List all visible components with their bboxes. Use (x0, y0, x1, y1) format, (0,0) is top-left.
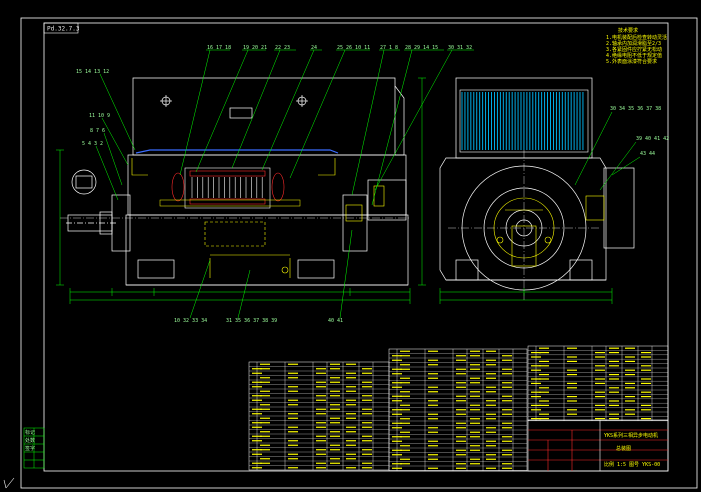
callout-leader (371, 49, 413, 206)
top-callout-1: 19 20 21 (243, 45, 267, 51)
detail-circle (71, 169, 97, 195)
parts-table-b (388, 348, 528, 471)
strip-label-0: 标记 (25, 429, 35, 436)
end-view-terminal-box (603, 167, 635, 249)
end-view-details (493, 195, 605, 267)
parts-table-a (248, 361, 390, 471)
callout-leader (95, 145, 119, 201)
notes-line-4: 5.外表面涂漆符合要求 (606, 58, 657, 65)
callout-leader (101, 117, 129, 166)
top-callout-6: 28 29 14 15 (405, 45, 438, 51)
callout-leader (351, 49, 385, 196)
callout-leader (574, 111, 613, 186)
notes-title: 技术要求 (618, 27, 638, 34)
outer-frame (20, 17, 698, 489)
notes-line-2: 3.各紧固件应拧紧无松动 (606, 46, 662, 53)
top-callout-7: 30 31 32 (448, 45, 472, 51)
technical-notes: 技术要求 1.电机装配后检查转动灵活 2.轴承内加润滑脂至2/3 3.各紧固件应… (606, 27, 667, 65)
notes-line-0: 1.电机装配后检查转动灵活 (606, 34, 667, 41)
inner-frame (43, 22, 669, 472)
top-callout-3: 24 (311, 45, 317, 51)
right-callout-0: 30 34 35 36 37 38 (610, 106, 661, 112)
rotor-core (159, 167, 301, 209)
left-callout-2: 8 7 6 (90, 128, 105, 134)
callout-leader (261, 49, 315, 171)
cooler-tubes (459, 89, 589, 153)
title-block-name: YKS系列三相异步电动机 (604, 432, 658, 439)
top-callout-5: 27 1 8 (380, 45, 398, 51)
callout-leader (374, 49, 453, 191)
stamp-text: Pd.32.7.3 (47, 26, 80, 33)
left-callout-0: 15 14 13 12 (76, 69, 109, 75)
cooler-tube-bundle (459, 89, 589, 153)
bottom-callout-labels: 10 32 33 34 31 35 36 37 38 39 40 41 (174, 318, 343, 324)
left-callout-labels: 15 14 13 12 11 10 9 8 7 6 5 4 3 2 (76, 69, 110, 147)
callout-leader (339, 229, 353, 319)
callout-leader (231, 49, 281, 169)
left-revision-strip: 标记 处数 签字 (23, 427, 45, 469)
left-callout-3: 5 4 3 2 (82, 141, 103, 147)
strip-label-1: 处数 (25, 437, 35, 444)
right-callout-2: 43 44 (640, 151, 655, 157)
ucs-icon (3, 477, 15, 489)
top-callout-2: 22 23 (275, 45, 290, 51)
stamp-box (43, 22, 79, 34)
notes-line-1: 2.轴承内加润滑脂至2/3 (606, 40, 661, 47)
base-frame (125, 214, 409, 286)
callout-leader (179, 49, 211, 176)
end-shield-right (342, 194, 368, 252)
top-callout-4: 25 26 10 11 (337, 45, 370, 51)
motor-side-view (60, 77, 410, 286)
title-block-scale: 比例 1:5 图号 YKS-00 (604, 461, 660, 468)
callout-leader (103, 132, 123, 186)
top-callout-0: 16 17 18 (207, 45, 231, 51)
bottom-callout-2: 40 41 (328, 318, 343, 324)
strip-label-2: 签字 (25, 445, 35, 452)
callout-leader (195, 49, 249, 173)
foot-left (137, 259, 175, 279)
foot-right (297, 259, 335, 279)
parts-list-tables (248, 345, 669, 471)
callout-leader (237, 269, 251, 319)
nameplate (229, 107, 253, 119)
right-callout-labels: 30 34 35 36 37 38 39 40 41 42 43 44 (610, 106, 669, 157)
callout-leader (611, 156, 641, 176)
motor-end-view (439, 77, 635, 300)
right-callout-1: 39 40 41 42 (636, 136, 669, 142)
callout-leader (599, 141, 637, 191)
left-callout-1: 11 10 9 (89, 113, 110, 119)
terminal-box-right (367, 179, 407, 221)
callout-leader (289, 49, 346, 179)
parts-table-c-border (527, 345, 669, 422)
notes-line-3: 4.绝缘电阻不低于规定值 (606, 52, 662, 59)
air-duct-line (135, 149, 339, 154)
parts-table-c (527, 345, 669, 422)
dimension-lines (56, 77, 613, 304)
internal-bracing (131, 158, 385, 278)
callout-leader (99, 73, 136, 151)
title-block: YKS系列三相异步电动机 总装图 比例 1:5 图号 YKS-00 (527, 419, 669, 472)
callout-leaders (95, 49, 641, 319)
callout-leader (189, 259, 211, 319)
top-callout-labels: 16 17 18 19 20 21 22 23 24 25 26 10 11 2… (207, 45, 472, 51)
bottom-callout-0: 10 32 33 34 (174, 318, 207, 324)
bottom-callout-1: 31 35 36 37 38 39 (226, 318, 277, 324)
title-block-drawing-no: 总装图 (616, 445, 631, 452)
parts-table-b-border (388, 348, 528, 471)
